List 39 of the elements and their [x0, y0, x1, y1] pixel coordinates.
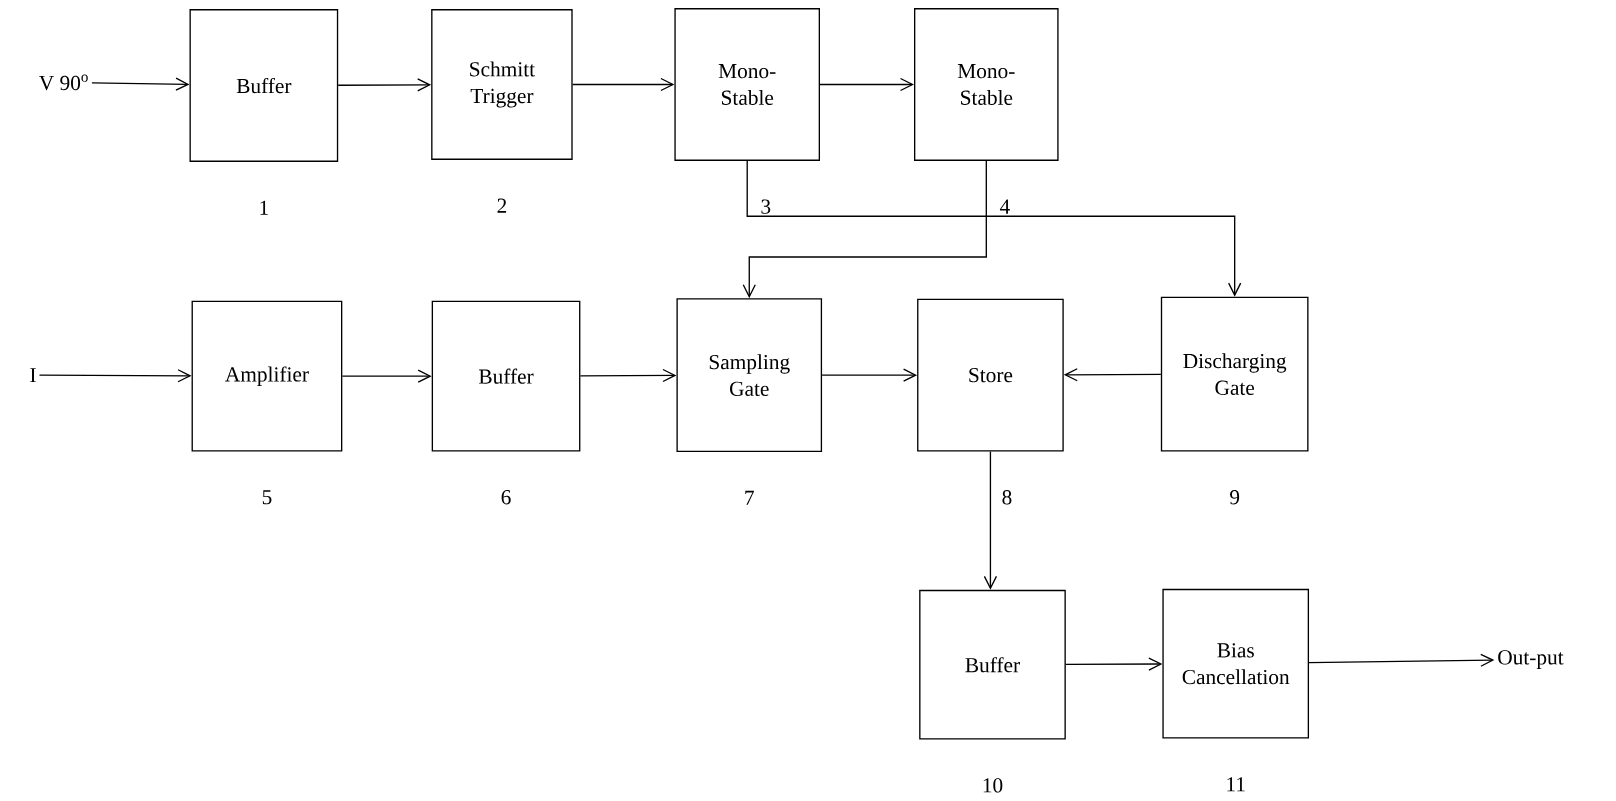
block-number: 7: [745, 490, 754, 505]
arrow: [746, 160, 1242, 297]
arrow: [1065, 657, 1163, 671]
block-box: Buffer: [189, 9, 339, 163]
signal-label: V 90$^{o}$: [39, 74, 88, 91]
block-box: Discharging Gate: [1160, 296, 1309, 452]
arrow: [1308, 653, 1495, 668]
block-box: Store: [917, 298, 1064, 452]
signal-label: I: [30, 368, 36, 383]
block-number: 4: [999, 199, 1010, 214]
block-number: 3: [761, 199, 771, 214]
block-box: Schmitt Trigger: [431, 9, 573, 160]
block-number: 10: [983, 778, 1003, 793]
arrow: [579, 368, 677, 383]
block-box: Buffer: [919, 589, 1066, 740]
signal-label: Out-put: [1498, 650, 1564, 669]
block-number: 6: [501, 490, 511, 505]
block-box: Amplifier: [191, 300, 343, 452]
block-number: 5: [262, 490, 272, 505]
arrow: [819, 77, 914, 92]
arrow: [337, 78, 432, 92]
block-number: 9: [1230, 490, 1240, 505]
block-number: 1: [260, 200, 268, 215]
arrow: [91, 77, 190, 91]
arrow: [572, 77, 675, 92]
arrow: [38, 369, 192, 383]
arrow: [1063, 368, 1162, 382]
block-box: Bias Cancellation: [1162, 588, 1310, 739]
block-number: 2: [497, 198, 507, 213]
block-number: 8: [1002, 490, 1012, 505]
arrow: [821, 368, 918, 382]
arrow: [983, 451, 998, 590]
block-box: Mono-Stable: [914, 8, 1059, 162]
block-box: Buffer: [431, 300, 581, 452]
block-box: Mono-Stable: [674, 8, 820, 162]
block-box: Sampling Gate: [676, 298, 823, 453]
block-number: 11: [1227, 777, 1245, 792]
arrow: [742, 160, 987, 299]
arrow: [341, 369, 432, 383]
